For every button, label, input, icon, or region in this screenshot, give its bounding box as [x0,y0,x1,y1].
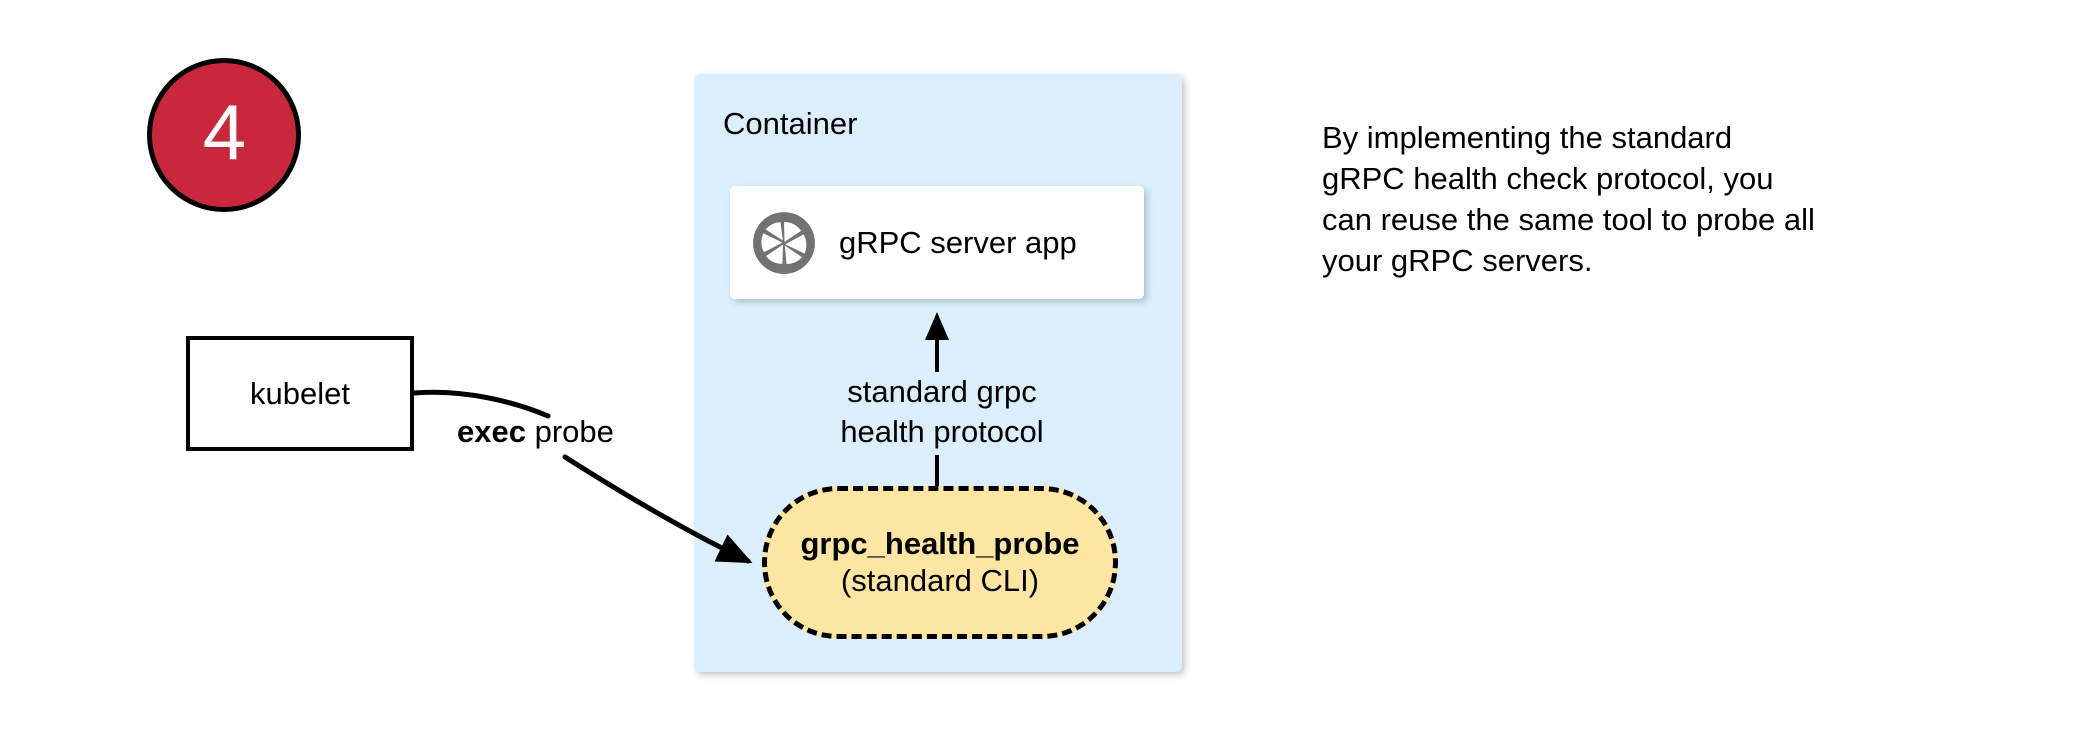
grpc-health-probe-title: grpc_health_probe [800,525,1080,561]
exec-probe-label-bold: exec [457,414,526,449]
step-number-badge: 4 [147,58,301,212]
container-panel-label: Container [723,106,858,141]
annotation-line-4: your gRPC servers. [1322,242,1593,278]
annotation-line-3: can reuse the same tool to probe all [1322,201,1815,237]
kubelet-box: kubelet [186,336,414,451]
grpc-server-app-label: gRPC server app [839,224,1077,260]
aperture-icon [753,211,815,274]
kubelet-label: kubelet [250,375,350,411]
grpc-health-probe-subtitle: (standard CLI) [840,562,1040,598]
protocol-edge-label-line2: health protocol [840,413,1044,449]
annotation-line-2: gRPC health check protocol, you [1322,160,1774,196]
step-number-label: 4 [202,88,246,176]
annotation-text: By implementing the standard gRPC health… [1322,118,1922,282]
exec-probe-edge-label: exec probe [457,414,614,450]
grpc-server-app-card: gRPC server app [730,186,1144,299]
grpc-health-probe-node: grpc_health_probe (standard CLI) [762,486,1118,639]
protocol-edge-label: standard grpc health protocol [812,372,1072,451]
annotation-line-1: By implementing the standard [1322,120,1733,155]
exec-probe-label-rest: probe [525,414,614,449]
protocol-edge-label-line1: standard grpc [847,374,1037,409]
